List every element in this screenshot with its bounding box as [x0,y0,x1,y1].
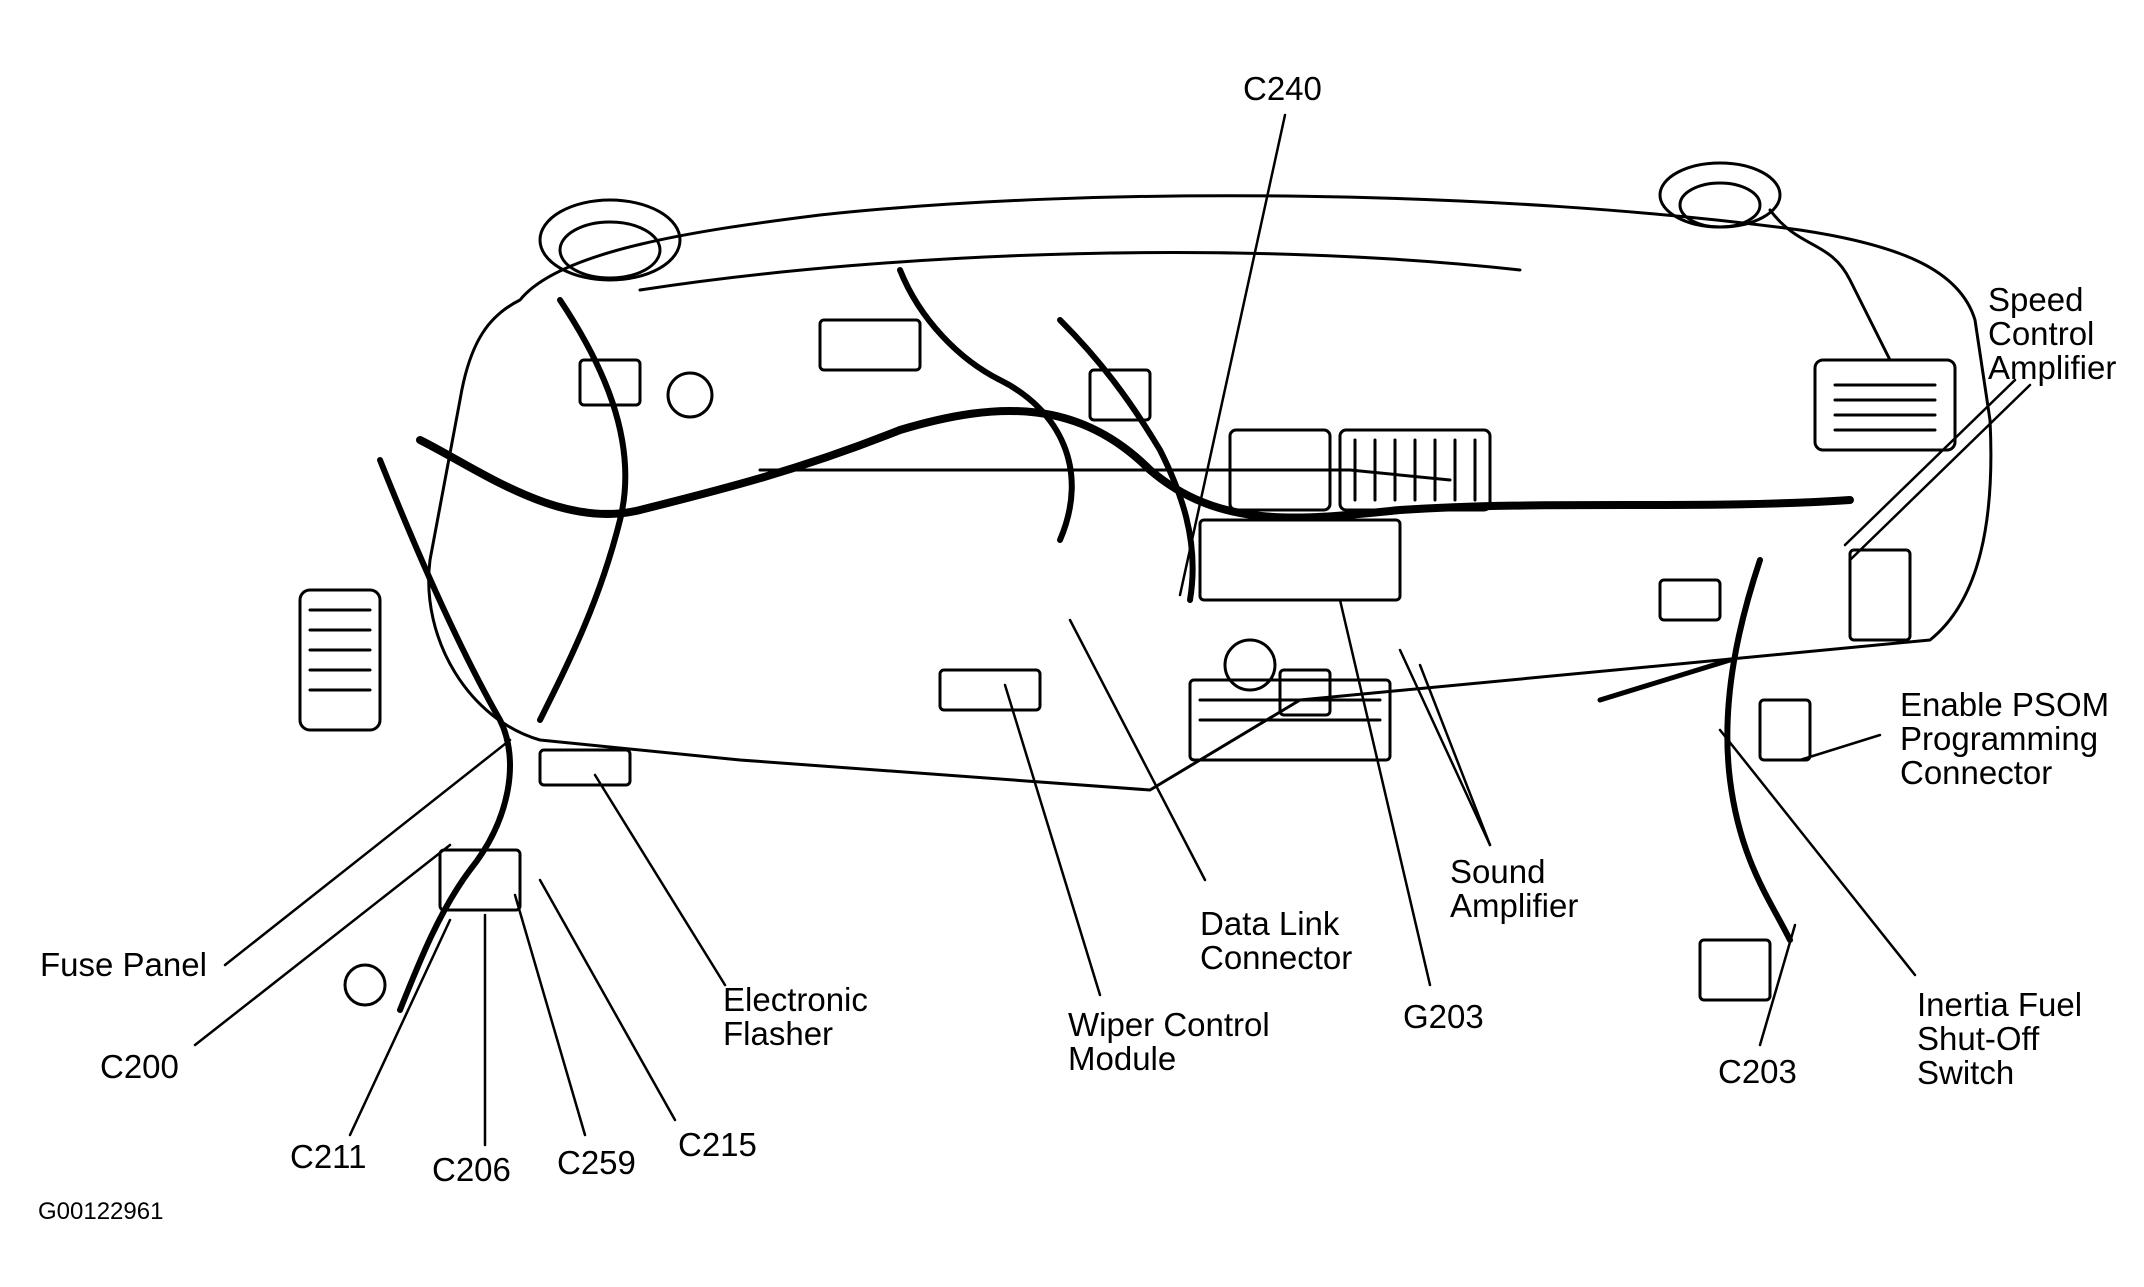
fuse-panel-box [298,588,382,732]
label-c259: C259 [557,1144,636,1181]
left-speaker [538,198,682,282]
label-wiper-control-module: Wiper Control Module [1068,1006,1270,1077]
reference-code: G00122961 [38,1198,164,1225]
right-vent [1813,358,1957,452]
label-enable-psom-programming-connector: Enable PSOM Programming Connector [1900,686,2110,791]
radio-unit [1198,518,1402,602]
label-inertia-fuel-shutoff-switch: Inertia Fuel Shut-Off Switch [1917,986,2083,1091]
label-sound-amplifier: Sound Amplifier [1450,853,1579,924]
label-fuse-panel: Fuse Panel [40,946,207,983]
dashboard-outline [427,194,1993,792]
label-c211: C211 [290,1138,367,1175]
label-g203: G203 [1403,998,1484,1035]
label-data-link-connector: Data Link Connector [1200,905,1353,976]
label-electronic-flasher: Electronic Flasher [723,981,868,1052]
label-c200: C200 [100,1048,179,1085]
label-c240: C240 [1243,70,1322,107]
label-speed-control-amplifier: Speed Control Amplifier [1988,281,2117,386]
right-speaker [1658,161,1782,229]
label-c203: C203 [1718,1053,1797,1090]
label-c206: C206 [432,1151,511,1188]
main-harness [416,406,1854,522]
label-c215: C215 [678,1126,757,1163]
